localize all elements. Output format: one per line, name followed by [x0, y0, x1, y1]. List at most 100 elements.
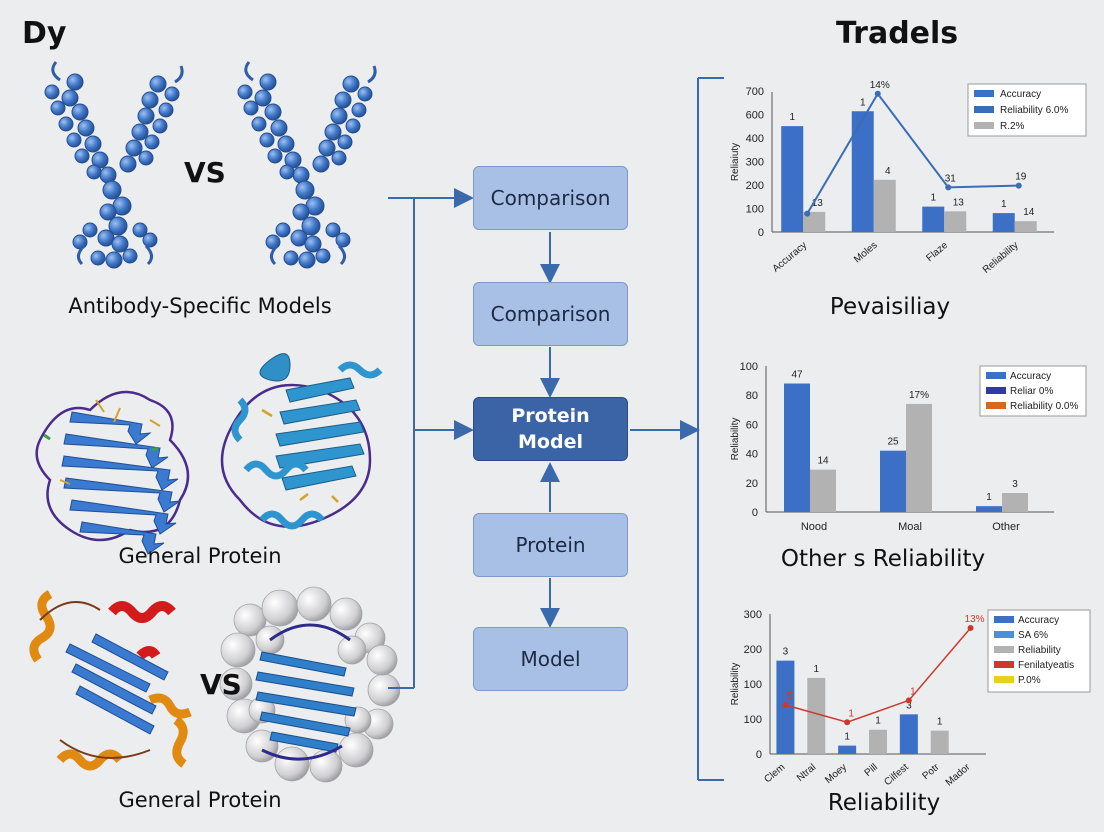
chart-1-y-tick: 300 [746, 157, 764, 169]
chart-1-x-tick: Reliability [981, 240, 1021, 276]
chart-3-bar-label: 3 [783, 647, 789, 658]
chart-1-bar [781, 126, 804, 232]
chart-3-legend-label: Reliability [1018, 645, 1061, 656]
chart-3-bar [869, 729, 887, 754]
chart-1-bar [944, 211, 967, 232]
chart-1-y-tick: 600 [746, 110, 764, 122]
antibody-structure-1 [44, 61, 184, 269]
chart-1-bar-label: 4 [885, 166, 891, 177]
protein-model-line-2: Model [518, 431, 583, 453]
chart-2-bar [880, 450, 906, 512]
chart-1-line-label: 19 [1015, 172, 1027, 183]
chart-1-line-point [1015, 182, 1022, 189]
chart-2-y-tick: 0 [752, 507, 758, 519]
chart-1-line-point [945, 184, 952, 191]
chart-3-x-tick: Ntral [795, 762, 818, 784]
chart-2-bar [810, 469, 836, 512]
chart-3-legend-label: Fenilatyeatis [1018, 660, 1074, 671]
chart-3-bar [930, 730, 949, 754]
chart-3-y-tick: 100 [744, 679, 762, 691]
protein-model-line-1: Protein [511, 405, 590, 427]
chart-1-bar [922, 206, 945, 232]
chart-1-legend-label: Accuracy [1000, 89, 1041, 100]
chart-1-legend-swatch [974, 122, 994, 129]
chart-3-y-tick: 300 [744, 609, 762, 621]
chart-2-legend-label: Accuracy [1010, 371, 1051, 382]
chart-3-legend-label: P.0% [1018, 675, 1041, 686]
chart-1-bar-label: 13 [812, 198, 824, 209]
chart-1-y-tick: 0 [758, 227, 764, 239]
flow-box-protein: Protein [473, 513, 628, 577]
chart-3-legend-label: SA 6% [1018, 630, 1048, 641]
chart-2-legend-label: Reliar 0% [1010, 386, 1053, 397]
chart-2-title: Other s Reliability [780, 546, 986, 572]
chart-2-bar [784, 383, 810, 512]
chart-3-bar [807, 677, 826, 754]
chart-2-legend-swatch [986, 387, 1006, 394]
flow-box-comparison-2: Comparison [473, 282, 628, 346]
chart-3-y-tick: 100 [744, 714, 762, 726]
chart-3-bar-label: 1 [875, 716, 881, 727]
chart-1-legend-swatch [974, 90, 994, 97]
chart-1-bar-label: 13 [953, 197, 965, 208]
chart-3-x-tick: Potr [921, 761, 943, 782]
chart-1-bar-label: 1 [789, 112, 795, 123]
chart-3-line-point [782, 702, 789, 708]
chart-3-bar-label: 3 [906, 700, 912, 711]
chart-1-bar [1014, 221, 1037, 232]
chart-1-bar [851, 111, 874, 232]
flow-box-protein-model: Protein Model [473, 397, 628, 461]
chart-3-x-tick: Pill [863, 762, 880, 779]
chart-2-bar-label: 47 [791, 370, 803, 381]
caption-antibody-models: Antibody-Specific Models [68, 294, 332, 318]
chart-2-bar-label: 25 [887, 437, 899, 448]
chart-2-bar-label: 1 [986, 492, 992, 503]
chart-1-line [806, 91, 1019, 215]
chart-1-y-tick: 100 [746, 204, 764, 216]
chart-1-bar-label: 14 [1023, 207, 1035, 218]
chart-3-bar [838, 745, 857, 754]
vs-label-2: VS [200, 668, 242, 701]
vs-label-1: VS [184, 156, 226, 189]
chart-3-line-label: 1 [910, 686, 916, 697]
chart-1-bar [992, 213, 1015, 232]
protein-illustrations [29, 61, 400, 783]
chart-3-line-label: 5 [787, 691, 793, 702]
antibody-structure-2 [237, 61, 377, 269]
chart-3-y-label: Reliability [730, 663, 741, 706]
chart-2-legend-swatch [986, 372, 1006, 379]
chart-3-y-tick: 0 [756, 749, 762, 761]
chart-3-bar-label: 1 [844, 732, 850, 743]
caption-general-protein-1: General Protein [118, 544, 282, 568]
chart-2-y-tick: 40 [746, 449, 758, 461]
chart-3-line-point [905, 697, 912, 704]
chart-2-y-tick: 60 [746, 419, 758, 431]
chart-2-y-tick: 100 [740, 361, 758, 373]
chart-3-bar-label: 1 [814, 664, 820, 675]
chart-3-x-tick: Clem [762, 762, 787, 785]
chart-2-bar [976, 506, 1002, 512]
chart-1-legend-label: Reliability 6.0% [1000, 105, 1068, 116]
chart-1-bar [803, 211, 826, 232]
chart-1-line-label: 14% [870, 80, 890, 91]
chart-1-line-point [804, 210, 811, 217]
chart-2-x-tick: Other [992, 521, 1020, 533]
chart-1-bar-label: 1 [930, 193, 936, 204]
chart-3-legend-swatch [994, 676, 1014, 683]
chart-2-x-tick: Nood [801, 521, 827, 533]
chart-2-y-tick: 80 [746, 390, 758, 402]
chart-1-y-tick: 400 [746, 133, 764, 145]
chart-2-bar [1002, 493, 1028, 512]
chart-3-legend-swatch [994, 661, 1014, 668]
chart-3-legend-label: Accuracy [1018, 615, 1059, 626]
chart-1-y-label: Reliaiuty [730, 143, 741, 181]
chart-3-line [785, 627, 972, 724]
chart-2-y-tick: 20 [746, 478, 758, 490]
chart-2-y-label: Reliability [730, 418, 741, 461]
left-title: Dy [22, 16, 67, 51]
chart-3-title: Reliability [827, 790, 941, 816]
chart-1-x-tick: Flaze [924, 240, 950, 264]
